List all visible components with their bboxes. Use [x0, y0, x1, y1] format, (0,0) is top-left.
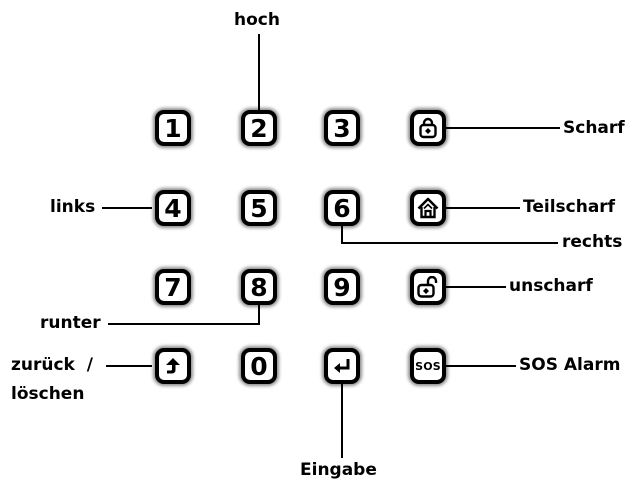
key-9-label: 9 [333, 272, 351, 302]
key-8[interactable]: 8 [241, 269, 277, 305]
key-3-label: 3 [333, 113, 351, 143]
label-runter: runter [40, 313, 101, 333]
house-icon [417, 197, 439, 219]
label-links: links [50, 197, 96, 217]
key-8-label: 8 [250, 272, 268, 302]
padlock-closed-icon [419, 117, 437, 139]
key-6[interactable]: 6 [324, 190, 360, 226]
key-9[interactable]: 9 [324, 269, 360, 305]
key-3[interactable]: 3 [324, 110, 360, 146]
label-eingabe: Eingabe [300, 460, 377, 480]
key-arm[interactable] [410, 110, 446, 146]
label-zurueck: zurück / [11, 355, 93, 375]
key-7[interactable]: 7 [155, 269, 191, 305]
key-0-label: 0 [250, 351, 268, 381]
label-sos-alarm: SOS Alarm [519, 355, 621, 375]
key-part-arm[interactable] [410, 190, 446, 226]
key-7-label: 7 [164, 272, 182, 302]
key-back[interactable] [155, 348, 191, 384]
key-disarm[interactable] [410, 269, 446, 305]
key-4[interactable]: 4 [155, 190, 191, 226]
padlock-open-icon [417, 276, 438, 298]
key-sos[interactable]: SOS [410, 348, 446, 384]
enter-return-icon [334, 359, 350, 373]
label-unscharf: unscharf [509, 276, 593, 296]
key-2[interactable]: 2 [241, 110, 277, 146]
callout-line-runter [108, 305, 260, 325]
arrow-up-icon [166, 358, 180, 374]
key-6-label: 6 [333, 193, 351, 223]
key-4-label: 4 [164, 193, 182, 223]
key-enter[interactable] [324, 348, 360, 384]
key-0[interactable]: 0 [241, 348, 277, 384]
key-2-label: 2 [250, 113, 268, 143]
label-scharf: Scharf [563, 118, 625, 138]
label-loeschen: löschen [11, 384, 85, 404]
label-hoch: hoch [234, 10, 280, 30]
key-5-label: 5 [250, 193, 268, 223]
key-sos-label: SOS [415, 359, 441, 373]
label-teilscharf: Teilscharf [523, 197, 616, 217]
callout-line-rechts [341, 226, 558, 244]
key-1[interactable]: 1 [155, 110, 191, 146]
label-rechts: rechts [562, 232, 623, 252]
key-1-label: 1 [164, 113, 182, 143]
key-5[interactable]: 5 [241, 190, 277, 226]
